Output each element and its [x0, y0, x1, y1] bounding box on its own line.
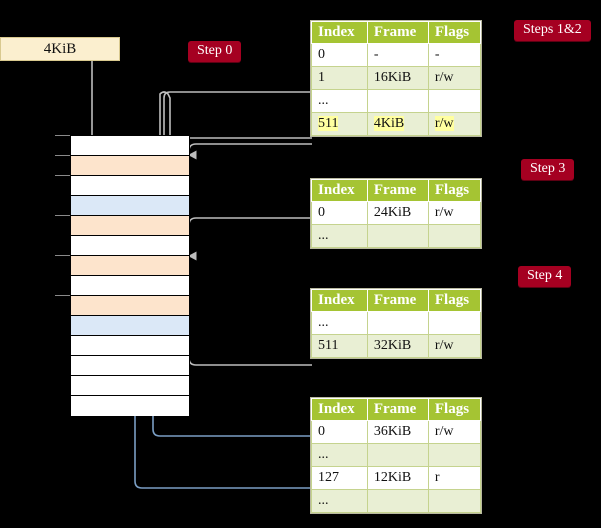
- memory-frame-row: [71, 156, 189, 176]
- cell-index: ...: [311, 89, 368, 113]
- memory-frame-row: [71, 336, 189, 356]
- cell-flags: [427, 224, 482, 248]
- memory-frame-row: [71, 136, 189, 156]
- cell-flags: [427, 443, 482, 467]
- cell-frame: 12KiB: [366, 466, 429, 490]
- memory-frame-row: [71, 196, 189, 216]
- column-header-frame: Frame: [366, 21, 429, 44]
- cell-frame: 32KiB: [366, 334, 429, 358]
- table-row: ...: [311, 89, 482, 113]
- memory-frame-row: [71, 316, 189, 336]
- cell-frame: 24KiB: [366, 201, 429, 225]
- cell-flags: -: [427, 43, 482, 67]
- step-badge-1: Steps 1&2: [514, 20, 591, 41]
- memory-frame-row: [71, 216, 189, 236]
- cell-index: ...: [311, 224, 368, 248]
- column-header-frame: Frame: [366, 398, 429, 421]
- cell-index: ...: [311, 489, 368, 513]
- cell-frame: 36KiB: [366, 420, 429, 444]
- memory-row-tick: [55, 295, 70, 296]
- cell-flags: r: [427, 466, 482, 490]
- step-badge-3: Step 4: [518, 266, 572, 287]
- column-header-index: Index: [311, 289, 368, 312]
- memory-row-tick: [55, 255, 70, 256]
- cell-frame: [366, 311, 429, 335]
- cell-frame: [366, 443, 429, 467]
- cell-flags: r/w: [427, 420, 482, 444]
- memory-frame-row: [71, 176, 189, 196]
- cell-index: 1: [311, 66, 368, 90]
- cell-index: 511: [311, 334, 368, 358]
- cell-frame: 4KiB: [366, 112, 429, 136]
- table-row: ...: [311, 311, 482, 335]
- cell-flags: [427, 89, 482, 113]
- table-row: ...: [311, 443, 482, 467]
- column-header-index: Index: [311, 179, 368, 202]
- source-frame-box: 4KiB: [0, 37, 120, 61]
- column-header-flags: Flags: [427, 21, 482, 44]
- step-badge-2: Step 3: [521, 159, 575, 180]
- cell-index: 511: [311, 112, 368, 136]
- column-header-frame: Frame: [366, 289, 429, 312]
- column-header-index: Index: [311, 21, 368, 44]
- source-frame-label: 4KiB: [43, 40, 77, 57]
- wire-t1-511-to-mem: [188, 143, 312, 160]
- cell-index: 127: [311, 466, 368, 490]
- wire-t2-0-to-mem: [188, 217, 312, 261]
- cell-frame: [366, 224, 429, 248]
- table-row: ...: [311, 224, 482, 248]
- column-header-flags: Flags: [427, 179, 482, 202]
- memory-row-tick: [55, 155, 70, 156]
- memory-frame-row: [71, 356, 189, 376]
- memory-frame-row: [71, 396, 189, 416]
- column-header-index: Index: [311, 398, 368, 421]
- cell-frame: 16KiB: [366, 66, 429, 90]
- memory-frame-row: [71, 296, 189, 316]
- column-header-flags: Flags: [427, 289, 482, 312]
- wire-t3-511-to-mem: [181, 315, 312, 366]
- memory-frame-row: [71, 236, 189, 256]
- table-row: 0--: [311, 43, 482, 67]
- column-header-flags: Flags: [427, 398, 482, 421]
- cell-flags: r/w: [427, 112, 482, 136]
- memory-frame-row: [71, 256, 189, 276]
- cell-flags: [427, 311, 482, 335]
- memory-row-tick: [55, 135, 70, 136]
- cell-frame: [366, 89, 429, 113]
- cell-flags: r/w: [427, 201, 482, 225]
- cell-frame: [366, 489, 429, 513]
- memory-row-tick: [55, 215, 70, 216]
- cell-index: ...: [311, 311, 368, 335]
- cell-flags: r/w: [427, 334, 482, 358]
- cell-flags: [427, 489, 482, 513]
- cell-index: 0: [311, 201, 368, 225]
- memory-frame-row: [71, 376, 189, 396]
- column-header-frame: Frame: [366, 179, 429, 202]
- memory-row-tick: [55, 175, 70, 176]
- physical-memory-column: [70, 135, 190, 416]
- cell-index: 0: [311, 43, 368, 67]
- cell-frame: -: [366, 43, 429, 67]
- step-badge-0: Step 0: [188, 41, 242, 62]
- memory-frame-row: [71, 276, 189, 296]
- table-row: ...: [311, 489, 482, 513]
- cell-index: 0: [311, 420, 368, 444]
- cell-flags: r/w: [427, 66, 482, 90]
- cell-index: ...: [311, 443, 368, 467]
